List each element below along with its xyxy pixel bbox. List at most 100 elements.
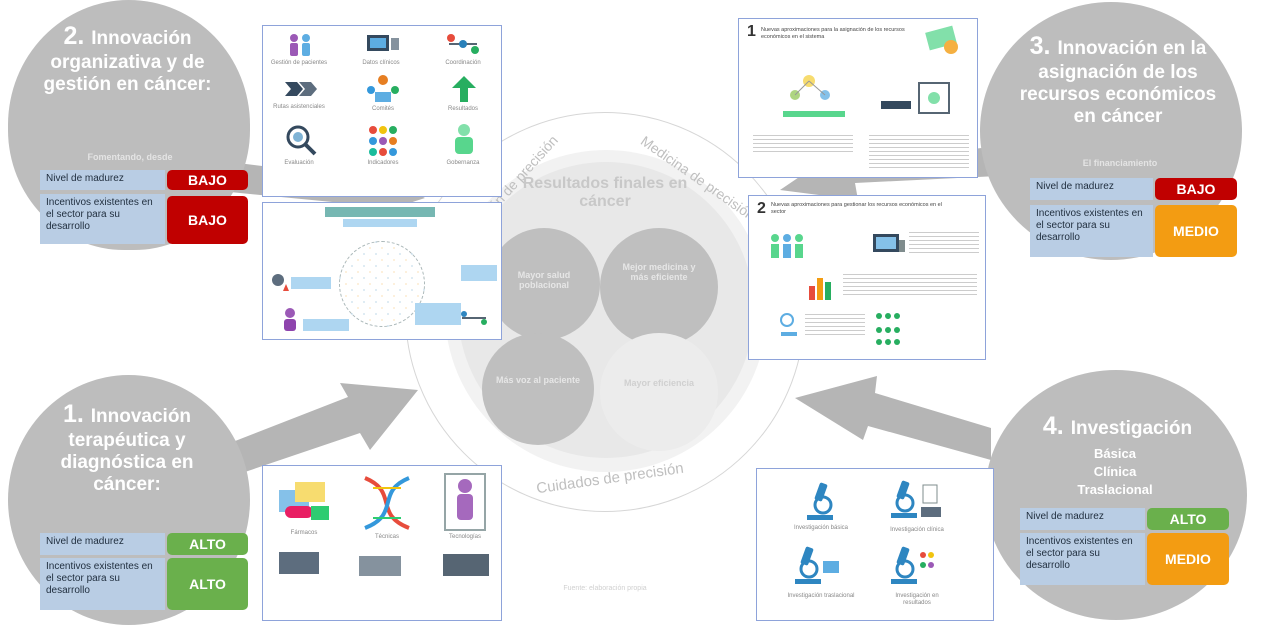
econ1-text-left [753, 135, 853, 155]
panel-organizativa: Gestión de pacientes Datos clínicos Coor… [262, 25, 502, 197]
money-icon [925, 25, 958, 54]
block3-subtitle: El financiamiento [1082, 158, 1158, 168]
block3-row-incentivos: Incentivos existentes en el sector para … [1030, 205, 1153, 257]
block2-subtitle: Fomentando, desde [87, 152, 173, 162]
network-top-bar [325, 207, 435, 217]
block3-badge-madurez: BAJO [1155, 178, 1237, 200]
research-label-0: Investigación básica [793, 525, 849, 531]
panel-terapeutica: Fármacos Técnicas Tecnologías [262, 465, 502, 621]
center-title: Resultados finales en cáncer [522, 175, 688, 210]
org-label-7: Indicadores [367, 160, 399, 166]
microscope-icon-1 [807, 482, 833, 520]
block4-line-clinica: Clínica [1093, 464, 1137, 479]
block1-badge-incentivos: ALTO [167, 558, 248, 610]
research-label-3: Investigación en resultados [895, 593, 939, 606]
link-icon [461, 311, 487, 325]
block4-heading: Investigación [1070, 418, 1193, 439]
gear-warning-icon [272, 274, 289, 291]
microscope-icon-2 [891, 480, 941, 518]
econ2-text-2 [843, 274, 977, 298]
microscope-icon-4 [891, 546, 934, 584]
block2-number: 2. [63, 22, 92, 50]
circle-voz-label: Más voz al paciente [495, 375, 581, 385]
org-label-0: Gestión de pacientes [270, 60, 328, 66]
governance-icon [455, 124, 473, 154]
block4-row-madurez: Nivel de madurez [1020, 508, 1145, 530]
therapy-thumb-3 [443, 554, 489, 576]
block4-number: 4. [1042, 412, 1071, 440]
microscope-small-icon [780, 313, 797, 336]
circle-medicina-label: Mejor medicina y más eficiente [622, 262, 696, 282]
block4-line-traslacional: Traslacional [1077, 482, 1153, 497]
block3-title: 3. Innovación en la asignación de los re… [1008, 32, 1228, 129]
monitor-icon [873, 234, 905, 252]
indicators-icon [369, 126, 397, 156]
block2-row-madurez: Nivel de madurez [40, 170, 165, 190]
block4-badge-incentivos: MEDIO [1147, 533, 1229, 585]
source-footer: Fuente: elaboración propia [563, 585, 647, 592]
panel-economica-2: 2 Nuevas aproximaciones para gestionar l… [748, 195, 986, 360]
clinical-data-icon [367, 35, 399, 51]
circle-eficiencia [600, 333, 718, 451]
block2-title: 2. Innovación organizativa y de gestión … [25, 22, 230, 96]
therapy-label-0: Fármacos [290, 530, 318, 536]
routes-icon [285, 82, 317, 96]
therapy-thumb-1 [279, 552, 319, 574]
econ2-heading: Nuevas aproximaciones para gestionar los… [771, 202, 942, 215]
econ1-heading: Nuevas aproximaciones para la asignación… [761, 27, 905, 40]
org-label-6: Evaluación [284, 160, 314, 166]
block4-badge-madurez: ALTO [1147, 508, 1229, 530]
network-box-left-2 [303, 319, 349, 331]
block1-number: 1. [62, 400, 91, 428]
research-label-2: Investigación traslacional [787, 593, 855, 599]
block1-badge-madurez: ALTO [167, 533, 248, 555]
arrow-block4 [795, 376, 991, 460]
econ2-text-1 [909, 232, 979, 254]
hierarchy-icon [876, 313, 900, 345]
circle-voz [482, 333, 594, 445]
circle-salud [488, 228, 600, 340]
evaluation-icon [286, 125, 317, 156]
people-icon [771, 234, 803, 258]
block4-row-incentivos: Incentivos existentes en el sector para … [1020, 533, 1145, 585]
panel-investigacion: Investigación básica Investigación clíni… [756, 468, 994, 621]
block1-title: 1. Innovación terapéutica y diagnóstica … [32, 400, 222, 497]
drugs-icon [279, 482, 329, 520]
research-label-1: Investigación clínica [890, 527, 944, 533]
therapy-label-1: Técnicas [374, 534, 399, 540]
block1-row-madurez: Nivel de madurez [40, 533, 165, 555]
block3-number: 3. [1029, 32, 1058, 60]
dna-icon [364, 476, 410, 530]
network-box-left-1 [291, 277, 331, 289]
block4-title: 4. Investigación [1005, 412, 1230, 442]
org-label-4: Comités [371, 106, 394, 112]
org-label-1: Datos clínicos [362, 60, 400, 66]
doctor-icon [284, 308, 296, 331]
therapy-thumb-2 [359, 556, 401, 576]
org-label-8: Gobernanza [446, 160, 480, 166]
block2-row-incentivos: Incentivos existentes en el sector para … [40, 194, 165, 244]
block2-badge-incentivos: BAJO [167, 196, 248, 244]
network-left-icon [783, 75, 845, 117]
org-label-2: Coordinación [445, 60, 481, 66]
block3-heading: Innovación en la asignación de los recur… [1019, 38, 1217, 128]
block4-line-basica: Básica [1094, 446, 1136, 461]
econ2-text-3 [805, 314, 865, 338]
coordination-icon [447, 34, 479, 54]
network-top-bar-2 [343, 219, 417, 227]
econ1-number: 1 [747, 23, 756, 40]
panel-economica-1: 1 Nuevas aproximaciones para la asignaci… [738, 18, 978, 178]
network-box-right-1 [461, 265, 497, 281]
network-right-icon [881, 82, 950, 114]
block1-row-incentivos: Incentivos existentes en el sector para … [40, 558, 165, 610]
block2-badge-madurez: BAJO [167, 170, 248, 190]
circle-salud-label: Mayor salud poblacional [517, 270, 571, 290]
person-scan-icon [444, 473, 486, 531]
bar-chart-icon [809, 278, 831, 300]
block3-badge-incentivos: MEDIO [1155, 205, 1237, 257]
block1-heading: Innovación terapéutica y diagnóstica en … [60, 406, 194, 496]
network-box-right-2 [415, 303, 461, 325]
econ1-text-right [869, 135, 969, 169]
arrow-block1 [230, 383, 418, 473]
committee-icon [367, 75, 399, 102]
